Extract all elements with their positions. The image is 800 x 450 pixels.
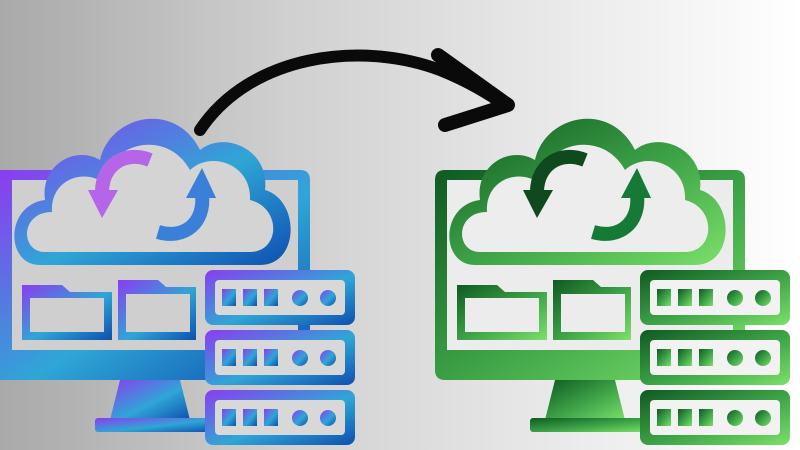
folder-icon (457, 285, 547, 340)
server-unit (640, 390, 790, 445)
server-rack-icon (205, 270, 355, 445)
sync-icon (523, 149, 651, 241)
server-unit (205, 330, 355, 385)
server-unit (640, 330, 790, 385)
folder-icon (118, 280, 196, 340)
server-unit (205, 270, 355, 325)
server-rack-icon (640, 270, 790, 445)
cloud-icon (14, 118, 291, 265)
folder-icon (22, 285, 112, 340)
server-unit (640, 270, 790, 325)
target-cloud-server (435, 118, 790, 445)
migration-arrow-icon (194, 48, 515, 136)
source-cloud-server (0, 118, 355, 445)
folder-icon (553, 280, 631, 340)
server-unit (205, 390, 355, 445)
cloud-icon (449, 118, 726, 265)
sync-icon (88, 149, 216, 241)
